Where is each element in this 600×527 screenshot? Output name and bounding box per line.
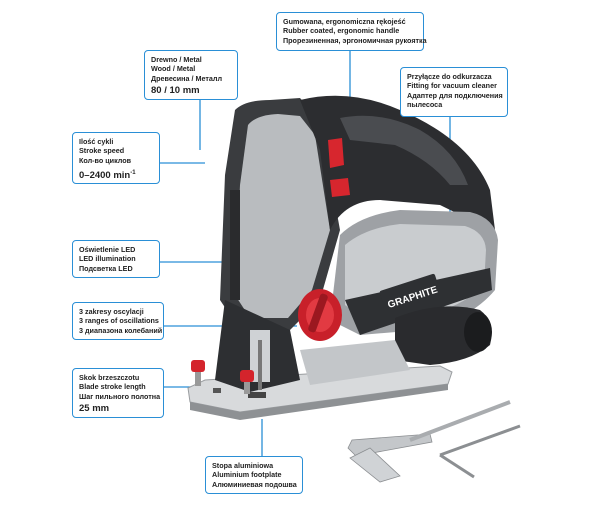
accessories-graphic [347,400,521,483]
callout-stroke-speed: Ilość cykli Stroke speed Кол-во циклов 0… [72,132,160,184]
callout-material: Drewno / Metal Wood / Metal Древесина / … [144,50,238,100]
callout-oscillation: 3 zakresy oscylacji 3 ranges of oscillat… [72,302,164,340]
callout-led: Oświetlenie LED LED illumination Подсвет… [72,240,160,278]
callout-stroke-length: Skok brzeszczotu Blade stroke length Шаг… [72,368,164,418]
callout-vacuum: Przyłącze do odkurzacza Fitting for vacu… [400,67,508,117]
callout-footplate: Stopa aluminiowa Aluminium footplate Алю… [205,456,303,494]
jigsaw-body [191,95,498,394]
callout-handle: Gumowana, ergonomiczna rękojeść Rubber c… [276,12,427,51]
